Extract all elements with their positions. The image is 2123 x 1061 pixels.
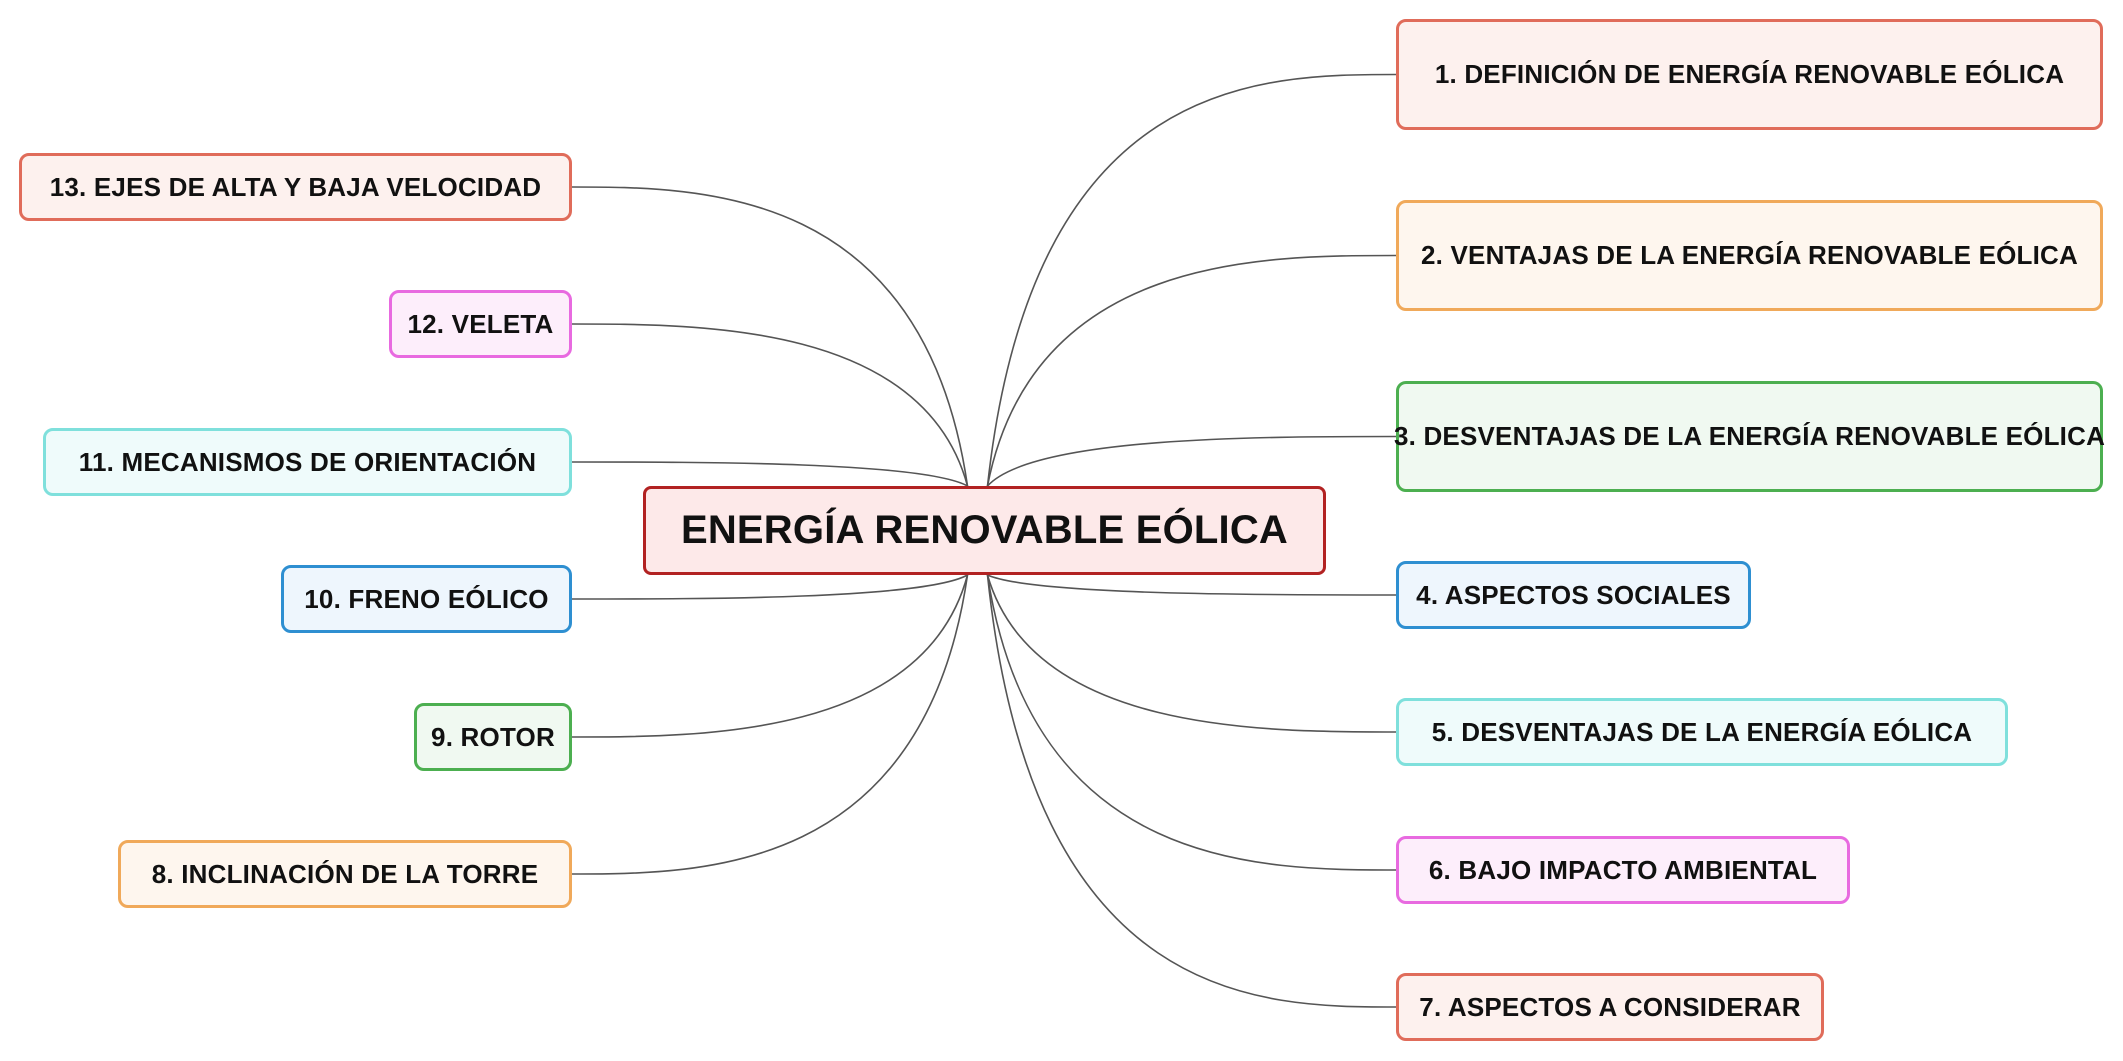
connector-line (986, 435, 1397, 487)
topic-aspectos-sociales[interactable]: 4. ASPECTOS SOCIALES (1396, 561, 1751, 629)
topic-inclinacion-torre[interactable]: 8. INCLINACIÓN DE LA TORRE (118, 840, 572, 908)
connector-line (571, 574, 968, 600)
connector-line (571, 323, 969, 487)
topic-aspectos-a-considerar[interactable]: 7. ASPECTOS A CONSIDERAR (1396, 973, 1824, 1041)
topic-veleta[interactable]: 12. VELETA (389, 290, 572, 358)
topic-rotor[interactable]: 9. ROTOR (414, 703, 572, 771)
topic-definicion[interactable]: 1. DEFINICIÓN DE ENERGÍA RENOVABLE EÓLIC… (1396, 19, 2103, 130)
connector-line (571, 574, 969, 738)
connector-line (571, 461, 968, 487)
connector-line (987, 574, 1397, 596)
connector-line (986, 574, 1397, 733)
connector-line (986, 574, 1397, 1008)
topic-bajo-impacto-ambiental[interactable]: 6. BAJO IMPACTO AMBIENTAL (1396, 836, 1850, 904)
connector-line (571, 186, 969, 487)
connector-line (986, 73, 1397, 487)
topic-ejes-velocidad[interactable]: 13. EJES DE ALTA Y BAJA VELOCIDAD (19, 153, 572, 221)
connector-line (986, 574, 1397, 871)
topic-desventajas-eolica[interactable]: 5. DESVENTAJAS DE LA ENERGÍA EÓLICA (1396, 698, 2008, 766)
topic-mecanismos-orientacion[interactable]: 11. MECANISMOS DE ORIENTACIÓN (43, 428, 572, 496)
topic-desventajas-renovable[interactable]: 3. DESVENTAJAS DE LA ENERGÍA RENOVABLE E… (1394, 381, 2105, 492)
topic-ventajas[interactable]: 2. VENTAJAS DE LA ENERGÍA RENOVABLE EÓLI… (1396, 200, 2103, 311)
central-topic[interactable]: ENERGÍA RENOVABLE EÓLICA (643, 486, 1326, 575)
connector-line (571, 574, 969, 875)
topic-freno-eolico[interactable]: 10. FRENO EÓLICO (281, 565, 572, 633)
connector-line (986, 254, 1397, 487)
